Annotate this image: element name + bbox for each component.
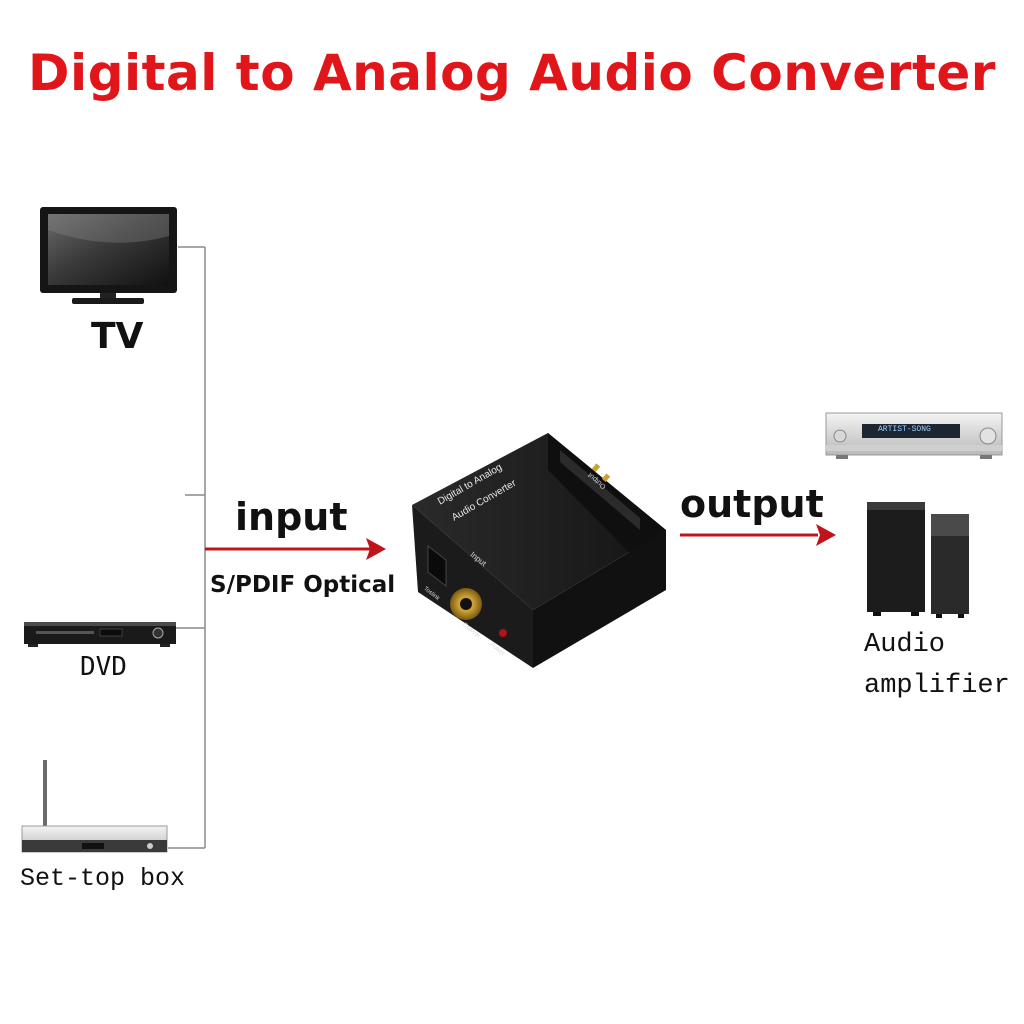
receiver-icon (825, 412, 1003, 459)
converter-device (412, 433, 666, 668)
dvd-player-icon (24, 622, 176, 647)
input-arrow (205, 538, 386, 560)
speakers-icon (867, 502, 969, 618)
input-sublabel: S/PDIF Optical (210, 572, 396, 598)
dvd-label: DVD (80, 652, 127, 682)
amplifier-label-line1: Audio (864, 630, 946, 660)
input-label: input (235, 495, 348, 539)
stb-label: Set-top box (20, 864, 186, 893)
coaxial-port (450, 588, 482, 620)
tv-icon (40, 207, 177, 304)
tv-label: TV (91, 316, 144, 357)
optical-port (427, 544, 447, 588)
source-bracket (168, 246, 206, 849)
power-led (499, 629, 507, 637)
set-top-box-icon (21, 760, 168, 853)
page-title: Digital to Analog Audio Converter (28, 44, 996, 102)
output-arrow (680, 524, 836, 546)
amplifier-label-line2: amplifier (864, 671, 1010, 701)
receiver-display-text: ARTIST-SONG (878, 425, 931, 434)
output-label: output (680, 482, 824, 526)
